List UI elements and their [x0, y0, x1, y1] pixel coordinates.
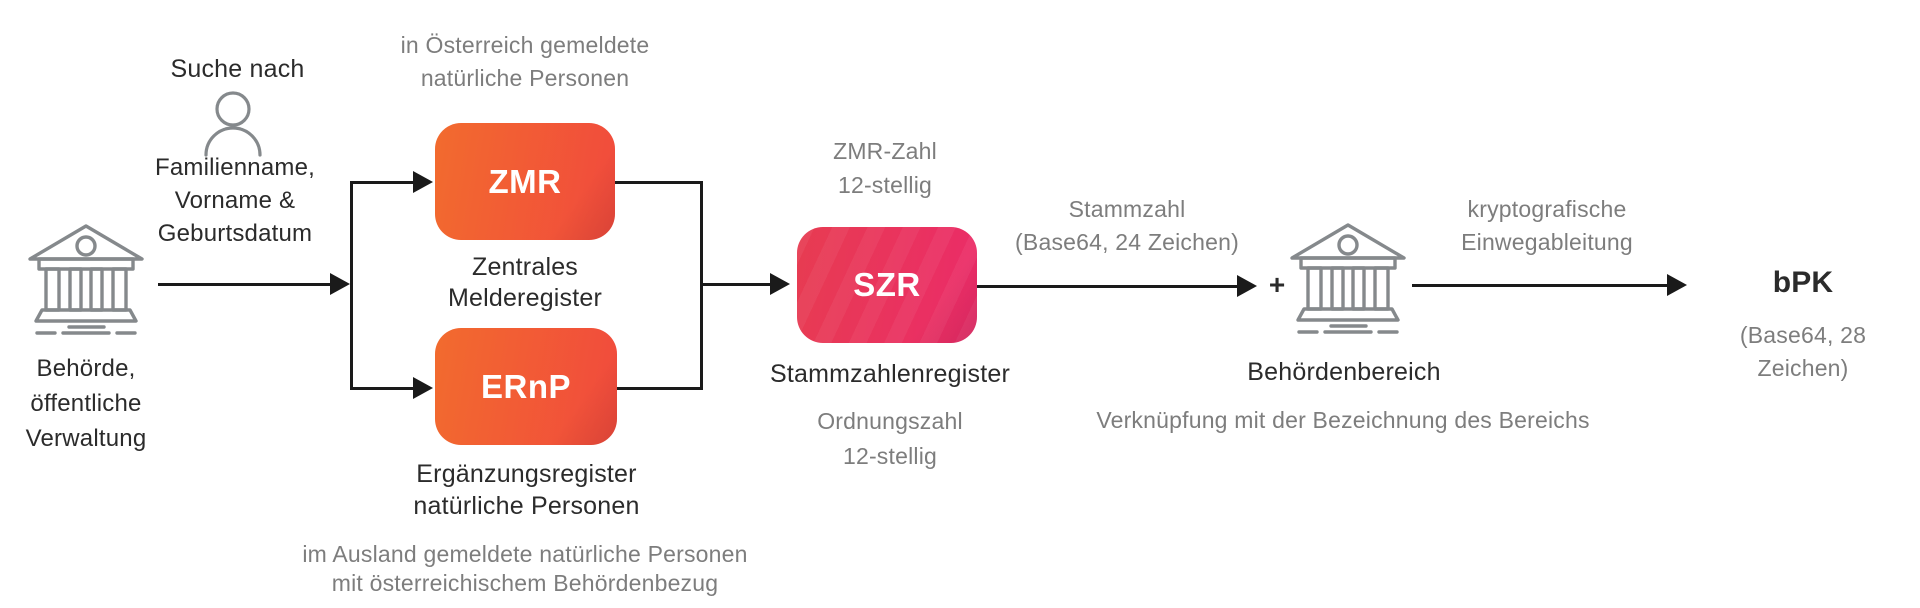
- sector-name: Behördenbereich: [1247, 358, 1441, 386]
- ernp-note-line2: mit österreichischem Behördenbezug: [331, 570, 719, 596]
- ernp-name-line1: Ergänzungsregister: [416, 460, 637, 488]
- szr-below-line2: 12-stellig: [842, 443, 938, 469]
- bpk-note: (Base64, 28 Zeichen): [1739, 322, 1867, 381]
- zmr-out-line: [615, 181, 702, 184]
- arrow-to-szr-head: [770, 273, 790, 295]
- szr-above-line2: 12-stellig: [837, 172, 933, 198]
- source-authority-label-line3: Verwaltung: [25, 425, 147, 452]
- zmr-note-line2: natürliche Personen: [420, 65, 630, 91]
- szr-above-note: ZMR-Zahl 12-stellig: [785, 134, 985, 202]
- zmr-note: in Österreich gemeldete natürliche Perso…: [375, 29, 675, 95]
- zmr-abbr: ZMR: [488, 162, 562, 200]
- sector-note: Verknüpfung mit der Bezeichnung des Bere…: [1096, 407, 1590, 433]
- derivation-label-line1: kryptografische: [1467, 196, 1627, 222]
- arrow-to-zmr-line: [352, 181, 414, 184]
- ernp-note-line1: im Ausland gemeldete natürliche Personen: [302, 541, 748, 567]
- search-fields-line3: Geburtsdatum: [157, 220, 313, 247]
- zmr-name: Zentrales Melderegister: [425, 252, 625, 314]
- person-icon: [204, 91, 262, 157]
- szr-above-line1: ZMR-Zahl: [833, 138, 937, 164]
- zmr-box: ZMR: [435, 123, 615, 240]
- arrow-stammzahl-line: [977, 285, 1237, 288]
- arrow-derivation-line: [1412, 284, 1667, 287]
- search-fields-label: Familienname, Vorname & Geburtsdatum: [135, 151, 335, 250]
- arrow-source-head: [330, 273, 350, 295]
- ernp-note: im Ausland gemeldete natürliche Personen…: [270, 540, 780, 598]
- merge-vertical-line: [700, 181, 703, 390]
- split-vertical-line: [350, 181, 353, 390]
- ernp-out-line: [617, 387, 702, 390]
- source-authority-label: Behörde, öffentliche Verwaltung: [6, 351, 166, 456]
- szr-abbr: SZR: [853, 266, 921, 303]
- search-fields-line2: Vorname &: [174, 187, 296, 214]
- szr-below-note: Ordnungszahl 12-stellig: [790, 404, 990, 474]
- bpk-name: bPK: [1772, 266, 1834, 299]
- ernp-name: Ergänzungsregister natürliche Personen: [384, 458, 669, 522]
- arrow-to-ernp-head: [413, 377, 433, 399]
- arrow-stammzahl-head: [1237, 275, 1257, 297]
- source-authority-label-line1: Behörde,: [36, 355, 136, 382]
- arrow-to-szr-line: [702, 283, 770, 286]
- arrow-source-line: [158, 283, 330, 286]
- source-authority-label-line2: öffentliche: [30, 390, 142, 417]
- arrow-to-ernp-line: [352, 387, 414, 390]
- zmr-name-line1: Zentrales: [471, 253, 578, 281]
- government-building-icon: [28, 224, 144, 335]
- zmr-name-line2: Melderegister: [447, 284, 603, 312]
- szr-below-line1: Ordnungszahl: [817, 408, 963, 434]
- stammzahl-arrow-label: Stammzahl (Base64, 24 Zeichen): [1002, 193, 1252, 259]
- ernp-name-line2: natürliche Personen: [413, 492, 640, 520]
- derivation-arrow-label: kryptografische Einwegableitung: [1422, 193, 1672, 259]
- arrow-to-zmr-head: [413, 171, 433, 193]
- arrow-derivation-head: [1667, 274, 1687, 296]
- stammzahl-label-line1: Stammzahl: [1068, 196, 1186, 222]
- zmr-note-line1: in Österreich gemeldete: [400, 32, 650, 58]
- search-title: Suche nach: [170, 55, 305, 83]
- stammzahl-label-line2: (Base64, 24 Zeichen): [1015, 229, 1239, 255]
- plus-sign: +: [1268, 269, 1286, 300]
- government-building-icon: [1290, 223, 1406, 334]
- ernp-box: ERnP: [435, 328, 617, 445]
- derivation-label-line2: Einwegableitung: [1461, 229, 1633, 255]
- search-fields-line1: Familienname,: [155, 154, 315, 181]
- szr-name: Stammzahlenregister: [769, 360, 1010, 388]
- szr-box: SZR: [797, 227, 977, 343]
- ernp-abbr: ERnP: [480, 367, 571, 405]
